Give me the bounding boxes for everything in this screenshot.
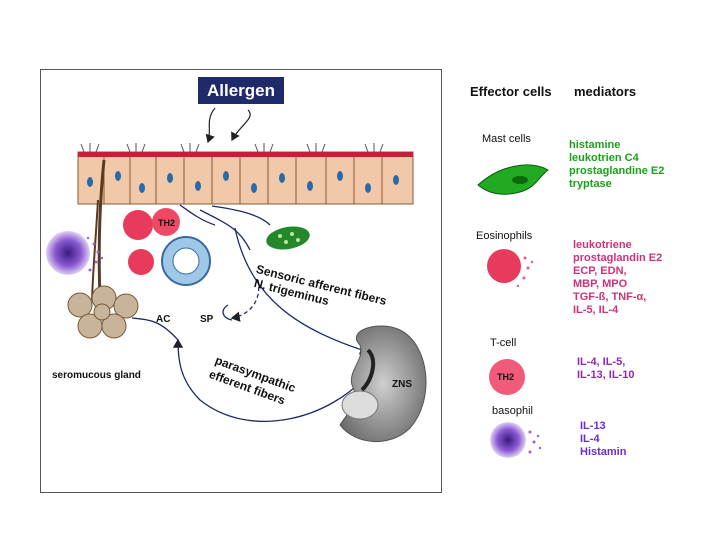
mediator-item: Histamin [580,446,627,458]
legend-cell-basophil: basophil [492,405,533,417]
tissue-basophil [46,231,104,275]
seromucous-gland [67,285,139,339]
th2-tissue-label: TH2 [158,218,176,228]
gland-duct [91,159,106,301]
sp-label: SP [200,314,214,325]
epithelium [77,143,414,205]
legend-tcell-badge: TH2 [497,372,515,382]
allergen-label: Allergen [198,77,284,104]
mediator-item: IL-13 [580,420,606,432]
legend-tcell-icon [489,359,525,395]
zns-label: ZNS [392,379,412,390]
mediator-item: IL-4 [580,433,600,445]
legend-cell-tcell: T-cell [490,337,517,349]
zns-brain [339,325,427,442]
seromucous-gland-label: seromucous gland [52,370,141,381]
mediator-item: prostaglandin E2 [573,252,663,264]
legend-mast-cell-icon [477,164,549,195]
tissue-mast-cell [266,226,310,250]
mediator-item: leukotriene [573,239,632,251]
legend-cell-mast: Mast cells [482,133,531,145]
legend-mediators-mast: histamine leukotrien C4 prostaglandine E… [569,139,664,191]
mediator-item: IL-4, IL-5, [577,356,626,368]
legend-eosinophil-icon [487,249,534,288]
legend-mediators-basophil: IL-13 IL-4 Histamin [580,420,626,459]
ac-label: AC [156,314,171,325]
mediator-item: histamine [569,139,621,151]
legend-basophil-icon [490,422,542,458]
legend-header-cells: Effector cells [470,84,552,99]
mediator-item: prostaglandine E2 [569,165,665,177]
legend-header-mediators: mediators [574,84,637,99]
tissue-eosinophils [123,208,180,275]
legend-mediators-tcell: IL-4, IL-5, IL-13, IL-10 [577,356,634,382]
mediator-item: leukotrien C4 [569,152,639,164]
blood-vessel [161,236,211,286]
nerve-fibers [131,204,371,422]
legend-cell-eosinophils: Eosinophils [476,230,533,242]
mediator-item: IL-5, IL-4 [573,304,619,316]
legend-mediators-eosinophils: leukotriene prostaglandin E2 ECP, EDN, M… [573,239,662,317]
mediator-item: MBP, MPO [573,278,628,290]
mediator-item: IL-13, IL-10 [577,369,635,381]
mediator-item: tryptase [569,178,612,190]
mediator-item: TGF-ß, TNF-α, [573,291,647,303]
allergen-arrows [205,107,251,144]
mediator-item: ECP, EDN, [573,265,627,277]
